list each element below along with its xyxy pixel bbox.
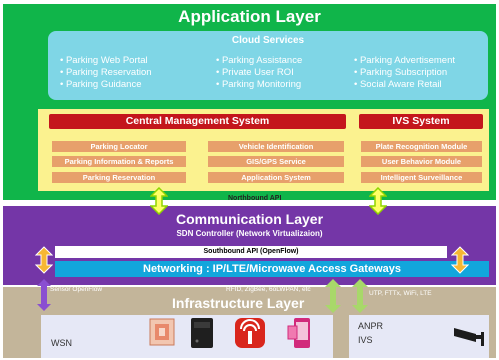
cloud-service-item: • Parking Monitoring	[216, 79, 302, 90]
southbound-api-box: Southbound API (OpenFlow)	[55, 246, 447, 258]
cms-item: Application System	[208, 172, 344, 183]
cloud-services-column-3: • Parking Advertisement • Parking Subscr…	[354, 55, 455, 91]
cms-item: Parking Information & Reports	[52, 156, 186, 167]
ivs-item: Intelligent Surveillance	[361, 172, 482, 183]
cloud-service-item: • Parking Web Portal	[60, 55, 148, 66]
controller-box-icon	[191, 318, 213, 348]
rfid-tag-icon	[235, 318, 265, 348]
cloud-services-column-1: • Parking Web Portal • Parking Reservati…	[60, 55, 152, 91]
cms-item: Vehicle Identification	[208, 141, 344, 152]
backhaul-media-note: UTP, FTTx, WiFi, LTE	[369, 290, 432, 297]
cloud-service-item: • Parking Guidance	[60, 79, 142, 90]
backhaul-link-arrow-icon	[352, 279, 368, 313]
networking-gateways-bar: Networking : IP/LTE/Microwave Access Gat…	[55, 261, 489, 277]
cloud-service-item: • Parking Advertisement	[354, 55, 456, 66]
cloud-service-item: • Parking Assistance	[216, 55, 303, 66]
cloud-services-column-2: • Parking Assistance • Private User ROI …	[216, 55, 302, 91]
nfc-phone-icon	[287, 318, 310, 348]
sdn-controller-label: SDN Controller (Network Virtualizaion)	[176, 229, 323, 238]
northbound-arrow-left-icon	[150, 187, 168, 215]
sensor-openflow-note: Sensor OpenFlow	[50, 286, 103, 293]
cloud-service-item: • Private User ROI	[216, 67, 294, 78]
communication-layer-title: Communication Layer	[175, 211, 324, 227]
ivs-item: Plate Recognition Module	[361, 141, 482, 152]
cms-item: Parking Reservation	[52, 172, 186, 183]
cms-item: Parking Locator	[52, 141, 186, 152]
infrastructure-layer-title: Infrastructure Layer	[172, 295, 305, 311]
cloud-services-panel: Cloud Services • Parking Web Portal • Pa…	[48, 31, 488, 100]
cctv-camera-icon	[454, 328, 484, 346]
sensor-link-arrow-icon	[37, 279, 51, 311]
anpr-label: ANPR	[358, 321, 384, 331]
cms-item: GIS/GPS Service	[208, 156, 344, 167]
ivs-system-header: IVS System	[359, 114, 483, 129]
rfid-protocols-note: RFID, ZigBee, 6oLWPAN, etc	[226, 286, 311, 293]
sensor-node-icon	[149, 318, 175, 346]
rfid-link-arrow-icon	[325, 279, 341, 313]
cloud-service-item: • Social Aware Retail	[354, 79, 442, 90]
southbound-arrow-right-icon	[451, 246, 469, 274]
wsn-label: WSN	[51, 338, 72, 348]
ivs-label: IVS	[358, 335, 373, 345]
cloud-service-item: • Parking Reservation	[60, 67, 152, 78]
cloud-services-title: Cloud Services	[231, 35, 305, 46]
central-management-header: Central Management System	[49, 114, 346, 129]
southbound-arrow-left-icon	[35, 246, 53, 274]
ivs-item: User Behavior Module	[361, 156, 482, 167]
application-layer-title: Application Layer	[178, 7, 321, 26]
wsn-device-panel	[41, 315, 333, 358]
cloud-service-item: • Parking Subscription	[354, 67, 448, 78]
northbound-api-label: Northbound API	[228, 195, 282, 202]
northbound-arrow-right-icon	[369, 187, 387, 215]
